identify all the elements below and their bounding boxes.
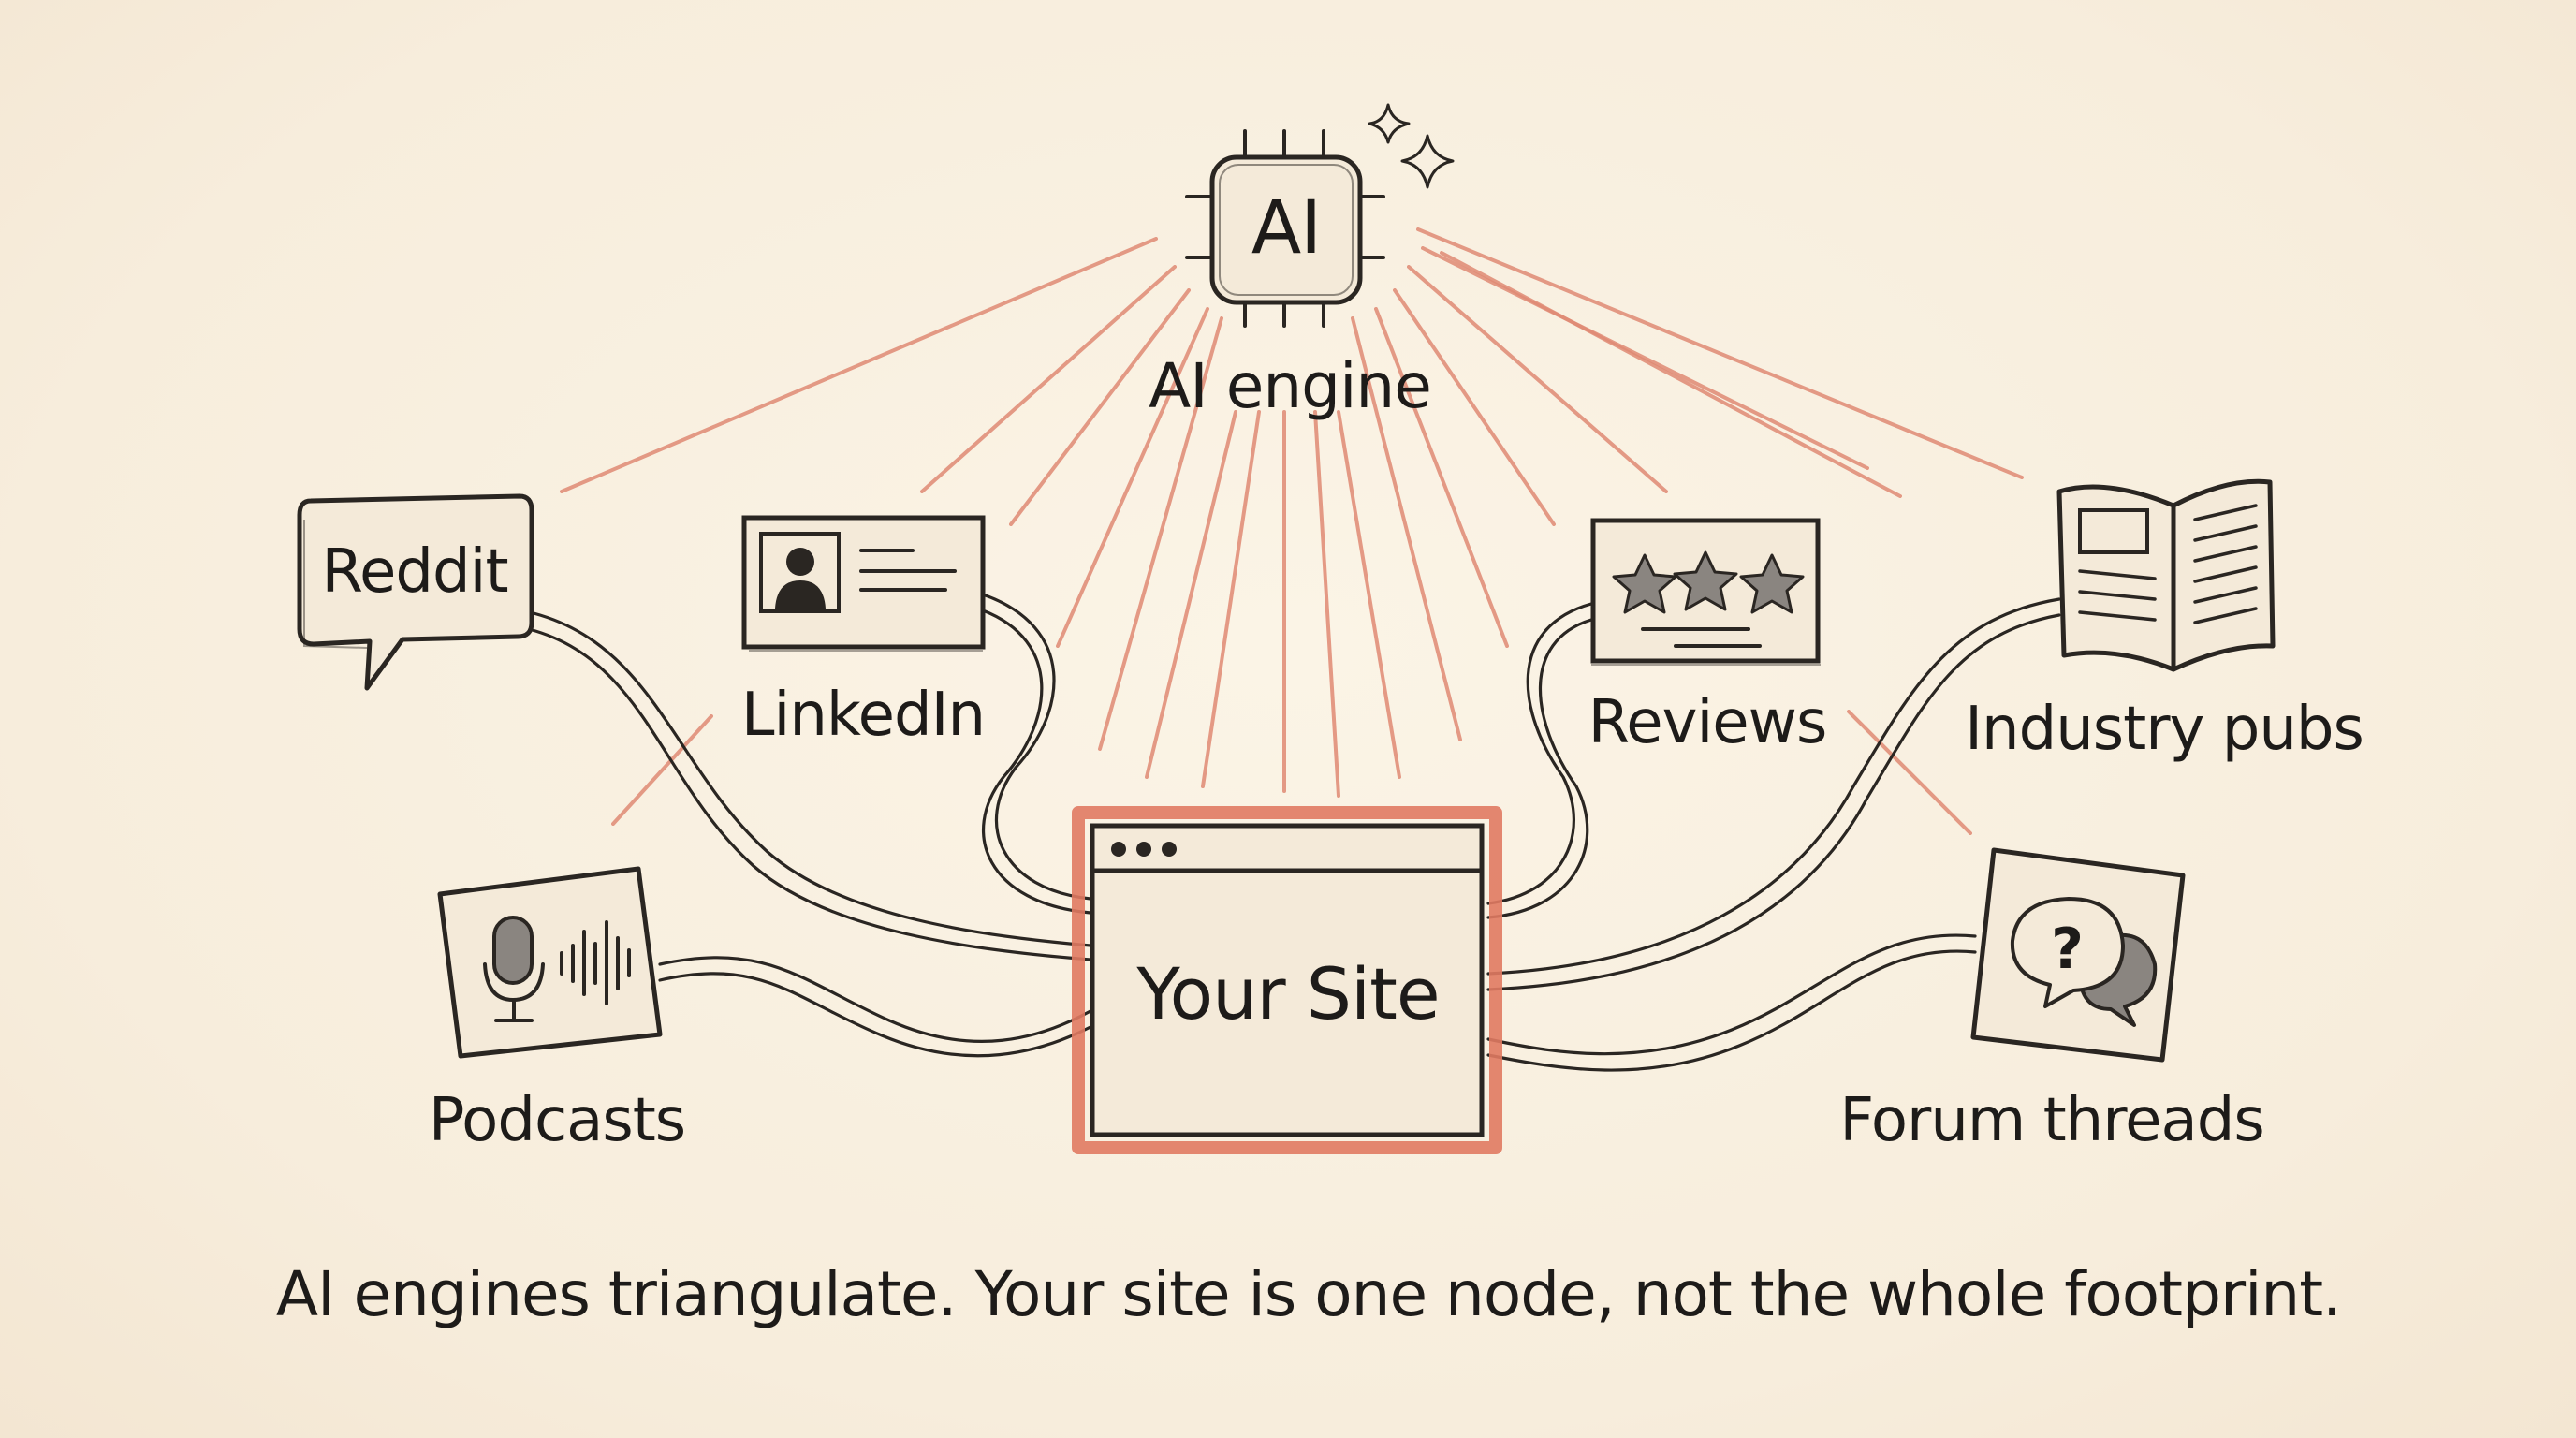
connection-wires <box>527 593 2061 1072</box>
ray <box>1374 307 1509 648</box>
ray <box>1337 410 1401 779</box>
speech-bubble-icon <box>297 493 534 691</box>
linkedin-label: LinkedIn <box>741 681 985 750</box>
ray <box>560 237 1158 493</box>
profile-card-icon <box>741 515 986 652</box>
window-dot <box>1136 842 1151 857</box>
podcasts-label: Podcasts <box>429 1086 685 1155</box>
node-reviews: Reviews <box>1588 518 1827 757</box>
microphone-icon <box>437 866 663 1059</box>
ray <box>611 714 713 826</box>
node-industry-pubs: Industry pubs <box>1965 478 2364 764</box>
ray <box>1056 307 1209 648</box>
industry-pubs-label: Industry pubs <box>1965 695 2364 764</box>
star-rating-icon <box>1590 518 1821 666</box>
wire-industry-pubs <box>1486 597 2061 976</box>
ray <box>1421 246 1869 470</box>
open-book-icon <box>2056 478 2276 672</box>
wire-podcasts <box>658 956 1092 1043</box>
ai-engine-hub: AI AI engine <box>1149 103 1455 422</box>
ai-engine-label: AI engine <box>1149 350 1431 422</box>
ray <box>1098 316 1223 751</box>
wire-reviews <box>1486 602 1593 905</box>
reddit-label: Reddit <box>321 537 507 607</box>
ray <box>920 265 1177 493</box>
wire-reddit <box>532 611 1092 947</box>
ai-rays <box>560 227 2024 835</box>
chip-text: AI <box>1251 186 1321 271</box>
node-podcasts: Podcasts <box>429 866 686 1155</box>
wire-linkedin <box>981 593 1092 901</box>
ray <box>1847 710 1972 835</box>
ray <box>1201 410 1261 788</box>
node-forum-threads: ? Forum threads <box>1839 847 2265 1155</box>
sparkle-icon <box>1368 103 1455 189</box>
ray <box>1009 288 1191 526</box>
ray <box>1313 410 1340 798</box>
question-chat-icon: ? <box>1970 847 2186 1063</box>
ray <box>1407 265 1668 493</box>
wire-linkedin <box>981 609 1092 915</box>
reviews-label: Reviews <box>1588 688 1827 757</box>
ray <box>1145 410 1237 779</box>
question-mark: ? <box>2051 917 2083 982</box>
wire-reviews <box>1486 618 1593 919</box>
wire-forum-threads <box>1486 949 1977 1072</box>
chip-icon <box>1185 129 1385 328</box>
window-dot <box>1111 842 1126 857</box>
ray <box>1351 316 1462 741</box>
caption: AI engines triangulate. Your site is one… <box>276 1258 2341 1330</box>
forum-threads-label: Forum threads <box>1839 1086 2263 1155</box>
node-your-site: Your Site <box>1072 806 1502 1154</box>
wire-forum-threads <box>1486 933 1977 1056</box>
wire-industry-pubs <box>1486 613 2061 991</box>
ray <box>1440 251 1902 498</box>
site-highlight <box>1072 806 1502 1154</box>
wire-podcasts <box>658 972 1092 1058</box>
ray <box>1416 227 2024 479</box>
browser-window-icon <box>1090 823 1485 1137</box>
wire-reddit <box>527 627 1092 961</box>
your-site-label: Your Site <box>1135 952 1439 1035</box>
ray <box>1393 288 1556 526</box>
node-linkedin: LinkedIn <box>741 515 986 750</box>
window-dot <box>1162 842 1177 857</box>
node-reddit: Reddit <box>297 493 534 691</box>
